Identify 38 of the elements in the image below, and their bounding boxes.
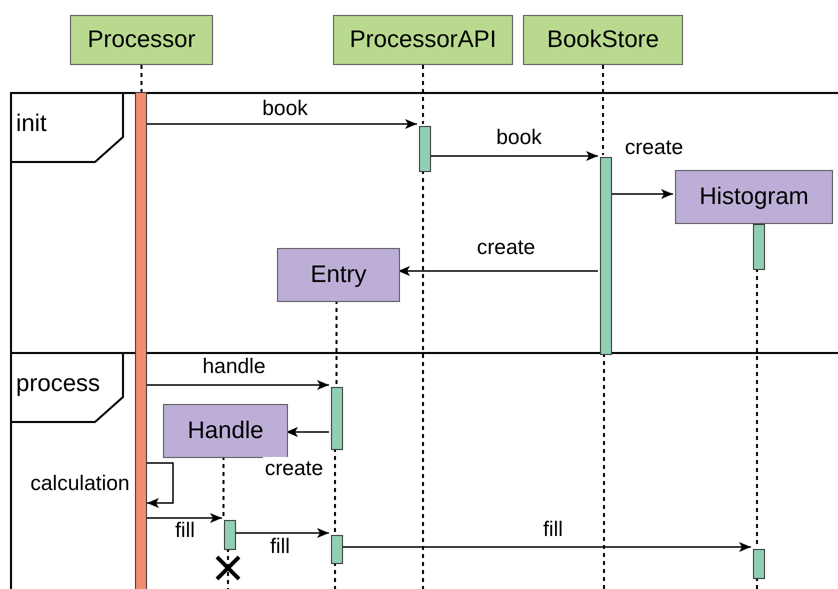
- participant-box: BookStore: [523, 15, 683, 65]
- activation-bar: [419, 126, 431, 172]
- self-message-arrow: [147, 462, 174, 508]
- message-arrow: [147, 513, 222, 523]
- lifeline: [227, 548, 229, 589]
- participant-box: Handle: [163, 404, 288, 458]
- fragment-label: process: [16, 370, 100, 398]
- lifeline: [336, 300, 338, 385]
- participant-box: ProcessorAPI: [333, 15, 513, 65]
- message-arrow: [147, 119, 417, 129]
- participant-box: Histogram: [675, 170, 833, 224]
- message-arrow: [234, 528, 329, 538]
- message-arrow: [147, 380, 329, 390]
- message-arrow: [286, 427, 329, 437]
- activation-bar: [135, 92, 147, 589]
- fragment-label: init: [16, 110, 47, 138]
- lifeline: [334, 448, 336, 533]
- message-arrow: [610, 189, 673, 199]
- activation-bar: [753, 224, 765, 270]
- participant-box: Entry: [277, 248, 400, 302]
- lifeline: [603, 353, 605, 589]
- activation-bar: [753, 549, 765, 579]
- lifeline: [422, 65, 424, 124]
- lifeline: [334, 562, 336, 589]
- activation-bar: [331, 387, 343, 450]
- lifeline: [756, 577, 758, 589]
- activation-bar: [331, 535, 343, 564]
- message-arrow: [341, 542, 751, 552]
- message-arrow: [398, 266, 598, 276]
- lifeline: [602, 65, 604, 155]
- activation-bar: [224, 520, 236, 550]
- message-arrow: [429, 151, 598, 161]
- lifeline: [140, 65, 142, 92]
- lifeline: [756, 268, 758, 547]
- participant-box: Processor: [70, 15, 213, 65]
- lifeline: [422, 170, 424, 589]
- lifeline: [222, 456, 224, 518]
- activation-bar: [600, 157, 612, 355]
